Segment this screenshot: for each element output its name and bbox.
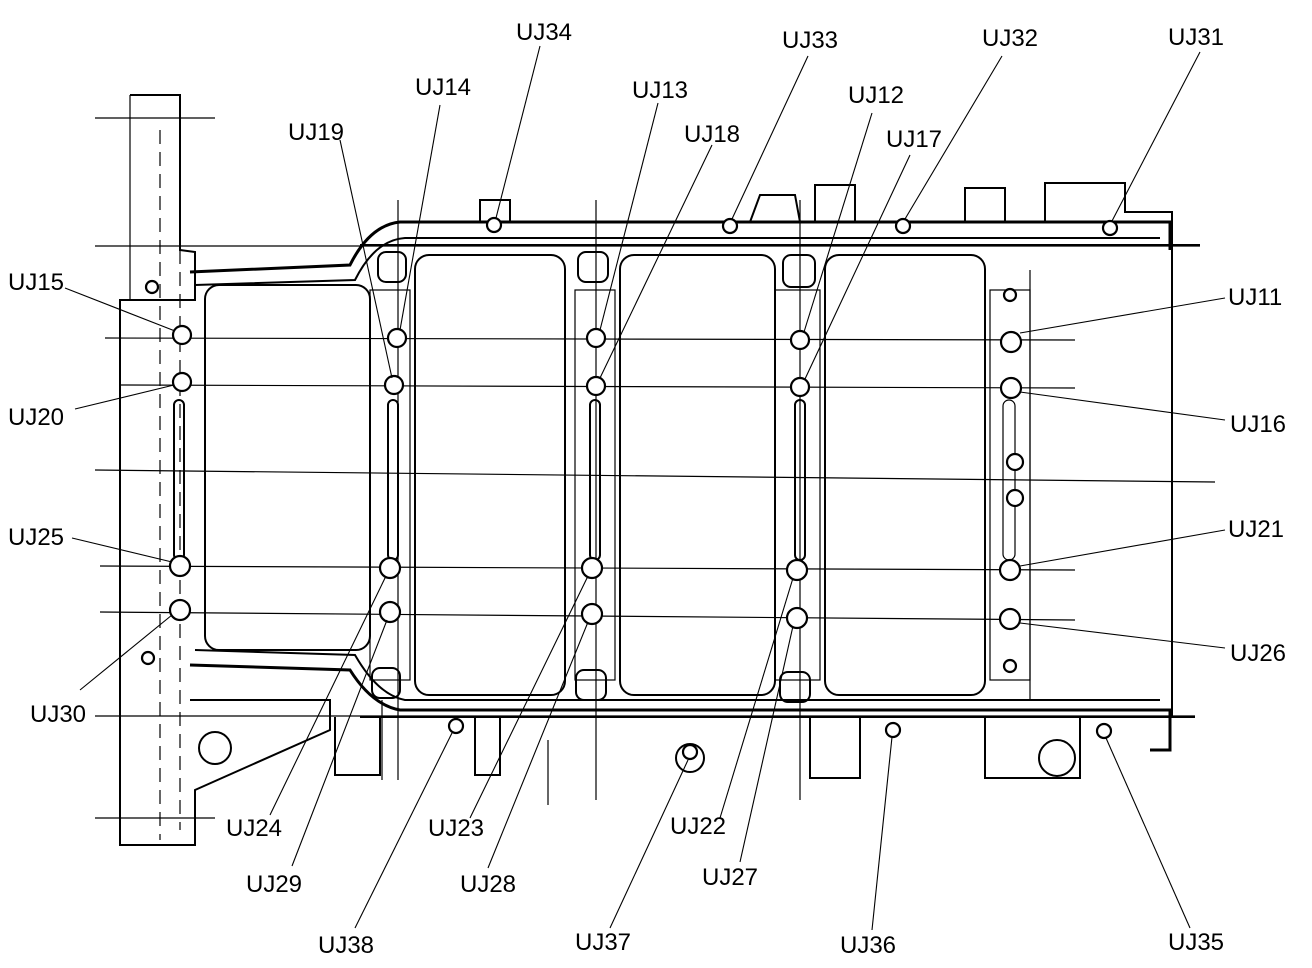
hole-uj18 [585,375,607,397]
label-uj16: UJ16 [1230,411,1286,438]
hole-uj31 [1101,219,1119,237]
hole-uj28 [580,602,604,626]
cylinder-bays [173,251,1031,703]
label-uj38: UJ38 [318,932,374,959]
reference-lines [94,200,1216,805]
label-uj23: UJ23 [428,815,484,842]
hole-uj19 [383,374,405,396]
callout-labels: UJ11 UJ12 UJ13 UJ14 UJ15 UJ16 UJ17 UJ18 … [8,19,1286,959]
hole-uj30 [168,598,192,622]
label-uj25: UJ25 [8,524,64,551]
hole-uj29 [378,600,402,624]
label-uj32: UJ32 [982,25,1038,52]
hole-uj34 [485,216,503,234]
label-uj21: UJ21 [1228,516,1284,543]
block-outline [95,94,1200,846]
hole-uj37 [681,743,699,761]
label-uj31: UJ31 [1168,24,1224,51]
hole-uj11 [999,330,1023,354]
label-uj22: UJ22 [670,813,726,840]
label-uj24: UJ24 [226,815,282,842]
label-uj37: UJ37 [575,929,631,956]
label-uj15: UJ15 [8,269,64,296]
label-uj36: UJ36 [840,932,896,959]
hole-uj15 [171,324,193,346]
hole-uj36 [884,721,902,739]
label-uj34: UJ34 [516,19,572,46]
hole-uj20 [171,371,193,393]
hole-uj14 [386,327,408,349]
hole-uj22 [785,558,809,582]
bolt-holes [140,216,1119,761]
hole-uj33 [721,217,739,235]
label-uj18: UJ18 [684,121,740,148]
label-uj33: UJ33 [782,27,838,54]
hole-uj12 [789,329,811,351]
hole-uj32 [894,217,912,235]
hole-uj16 [999,376,1023,400]
hole-uj21 [998,558,1022,582]
label-uj26: UJ26 [1230,640,1286,667]
hole-uj26 [998,607,1022,631]
label-uj19: UJ19 [288,119,344,146]
hole-uj17 [789,376,811,398]
label-uj17: UJ17 [886,126,942,153]
label-uj30: UJ30 [30,701,86,728]
hole-uj24 [378,556,402,580]
hole-uj25 [168,554,192,578]
label-uj35: UJ35 [1168,929,1224,956]
label-uj27: UJ27 [702,864,758,891]
hole-uj38 [447,717,465,735]
hole-uj13 [585,327,607,349]
label-uj13: UJ13 [632,77,688,104]
hole-uj27 [785,606,809,630]
label-uj14: UJ14 [415,74,471,101]
hole-uj23 [580,556,604,580]
label-uj20: UJ20 [8,404,64,431]
label-uj11: UJ11 [1228,284,1282,311]
hole-uj35 [1095,722,1113,740]
label-uj28: UJ28 [460,871,516,898]
label-uj12: UJ12 [848,82,904,109]
label-uj29: UJ29 [246,871,302,898]
leader-lines [64,45,1226,931]
